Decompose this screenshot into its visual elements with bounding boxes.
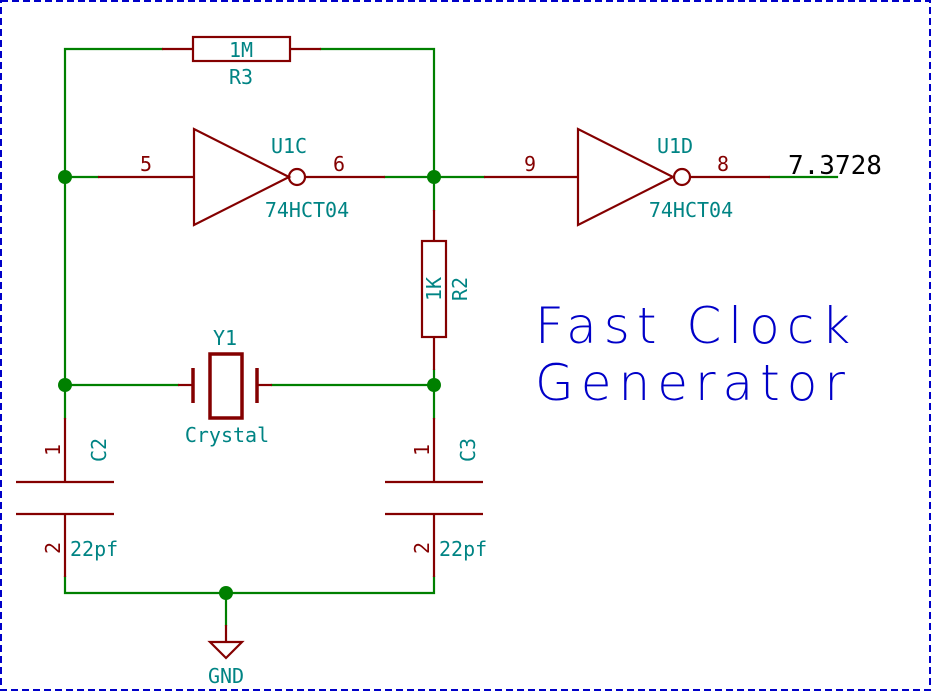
c3-pin1-number: 1 xyxy=(410,444,434,456)
c2-value: 22pf xyxy=(70,537,118,561)
junction-dot xyxy=(219,586,233,600)
r3-value: 1M xyxy=(229,38,253,62)
title-line-1: Fast Clock xyxy=(535,297,857,355)
u1d-triangle xyxy=(576,127,676,227)
gnd-label: GND xyxy=(208,664,244,688)
wire-left-vertical[interactable] xyxy=(63,47,164,420)
u1c-value: 74HCT04 xyxy=(265,198,349,222)
title-line-2: Generator xyxy=(535,354,852,412)
c2-pin2-number: 2 xyxy=(41,542,65,554)
wire-top-right[interactable] xyxy=(319,47,436,212)
c2-reference: C2 xyxy=(87,438,111,462)
c2-pin1-number: 1 xyxy=(41,444,65,456)
title-block: Fast Clock Generator xyxy=(535,297,857,412)
c3-value: 22pf xyxy=(439,537,487,561)
output-net-label[interactable]: 7.3728 xyxy=(788,151,882,181)
y1-reference: Y1 xyxy=(213,326,237,350)
resistor-r2[interactable]: 1K R2 xyxy=(420,210,472,370)
junction-dot xyxy=(58,170,72,184)
c3-pin2-number: 2 xyxy=(410,542,434,554)
u1d-pin-in-number: 9 xyxy=(524,152,536,176)
u1d-value: 74HCT04 xyxy=(649,198,733,222)
u1c-reference: U1C xyxy=(271,134,307,158)
junction-dot xyxy=(58,378,72,392)
gnd-triangle-icon xyxy=(207,640,245,660)
r3-body xyxy=(191,35,292,63)
wire-ground-bus[interactable] xyxy=(63,575,436,595)
r2-body xyxy=(420,239,448,339)
wires xyxy=(63,47,839,627)
u1d-bubble xyxy=(672,167,692,187)
r2-value: 1K xyxy=(422,277,446,301)
r3-reference: R3 xyxy=(229,65,253,89)
u1c-pin-out-number: 6 xyxy=(333,152,345,176)
inverter-u1d[interactable]: 9 8 U1D 74HCT04 xyxy=(484,127,770,227)
capacitor-c2[interactable]: 1 2 C2 22pf xyxy=(16,418,118,577)
junction-dot xyxy=(427,170,441,184)
u1c-triangle xyxy=(192,127,292,227)
inverter-u1c[interactable]: 5 6 U1C 74HCT04 xyxy=(98,127,385,227)
junctions xyxy=(58,170,441,600)
y1-value: Crystal xyxy=(185,423,269,447)
c3-reference: C3 xyxy=(456,438,480,462)
junction-dot xyxy=(427,378,441,392)
u1d-pin-out-number: 8 xyxy=(717,152,729,176)
u1c-pin-in-number: 5 xyxy=(140,152,152,176)
crystal-y1[interactable]: Y1 Crystal xyxy=(178,326,272,447)
ground-symbol[interactable]: GND xyxy=(207,625,245,688)
resistor-r3[interactable]: 1M R3 xyxy=(162,35,321,89)
r2-reference: R2 xyxy=(448,277,472,301)
y1-body xyxy=(208,352,244,420)
capacitor-c3[interactable]: 1 2 C3 22pf xyxy=(385,418,487,577)
u1d-reference: U1D xyxy=(657,134,693,158)
